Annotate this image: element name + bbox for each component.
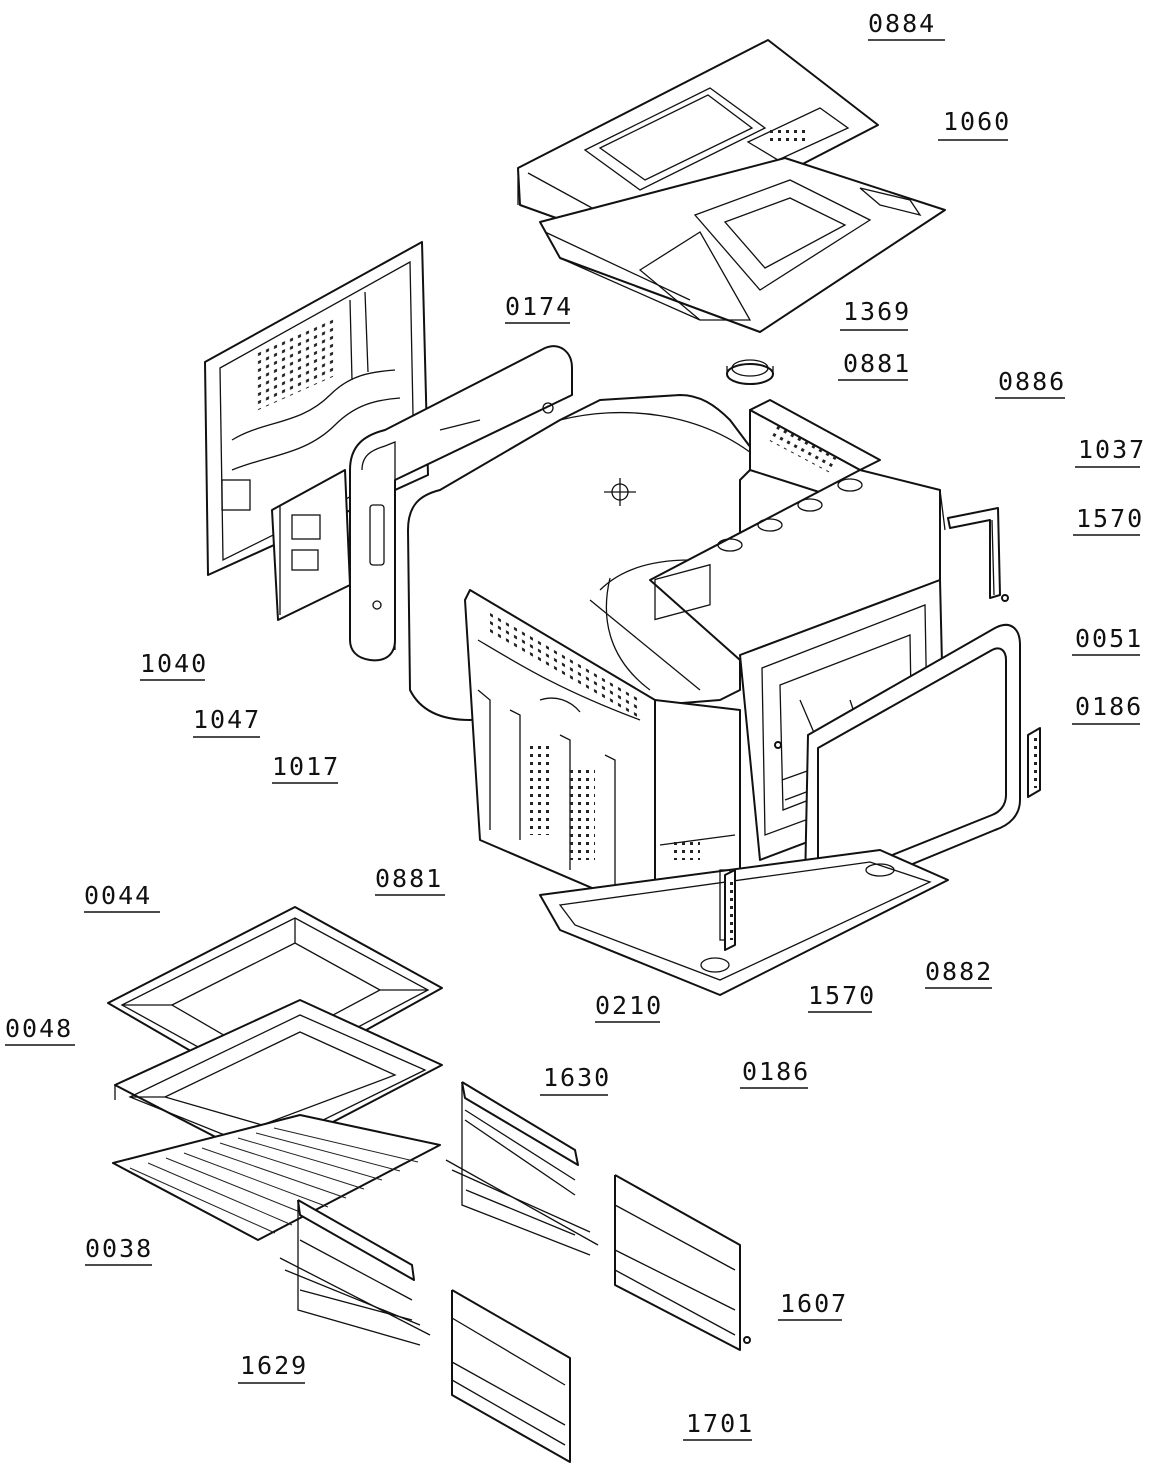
left-side-wall-0881 (464, 589, 656, 916)
label-1630: 1630 (543, 1063, 611, 1092)
side-bracket-1037 (947, 507, 1001, 599)
trim-strip-0186-right (1027, 727, 1041, 798)
leader-lines (5, 39, 1140, 1441)
label-0174: 0174 (505, 292, 573, 321)
label-0186-right: 0186 (1075, 692, 1143, 721)
side-panel-1017 (349, 345, 573, 662)
label-1607: 1607 (780, 1289, 848, 1318)
base-plate-0882 (539, 849, 949, 996)
cavity-inner-0210 (654, 699, 741, 916)
shelf-rail-1701-right (614, 1174, 741, 1351)
label-1040: 1040 (140, 649, 208, 678)
label-0051: 0051 (1075, 624, 1143, 653)
shelf-rail-1630 (445, 1081, 599, 1256)
top-cover-0884 (517, 39, 879, 249)
label-1017: 1017 (272, 752, 340, 781)
wire-rack-0038 (112, 1114, 441, 1241)
label-0881-left: 0881 (375, 864, 443, 893)
rear-top-bracket-0881 (749, 399, 881, 506)
baking-pan-0048 (114, 999, 443, 1175)
label-1047: 1047 (193, 705, 261, 734)
label-1037: 1037 (1078, 435, 1146, 464)
trim-strip-0186-bottom (724, 869, 736, 951)
label-1701: 1701 (686, 1409, 754, 1438)
screw-1570-right (1001, 594, 1009, 602)
label-0882: 0882 (925, 957, 993, 986)
front-frame-0051 (804, 623, 1021, 903)
label-1570-right: 1570 (1076, 504, 1144, 533)
label-0886: 0886 (998, 367, 1066, 396)
screw-1607 (743, 1336, 751, 1344)
inner-top-panel-1060 (539, 157, 946, 333)
round-grommet-1369 (726, 359, 774, 385)
label-1570-bottom: 1570 (808, 981, 876, 1010)
screw-1570-inner (774, 741, 782, 749)
part-labels: 0884 1060 1369 0174 0881 0886 1037 1570 … (5, 9, 1146, 1438)
shelf-rail-1701-lower (451, 1289, 571, 1463)
label-0884: 0884 (868, 9, 936, 38)
label-1369: 1369 (843, 297, 911, 326)
label-1629: 1629 (240, 1351, 308, 1380)
label-0038: 0038 (85, 1234, 153, 1263)
shelf-rail-1629 (279, 1199, 431, 1346)
label-0048: 0048 (5, 1014, 73, 1043)
label-0186-bottom: 0186 (742, 1057, 810, 1086)
label-0044: 0044 (84, 881, 152, 910)
label-1060: 1060 (943, 107, 1011, 136)
label-0881-top: 0881 (843, 349, 911, 378)
label-0210: 0210 (595, 991, 663, 1020)
